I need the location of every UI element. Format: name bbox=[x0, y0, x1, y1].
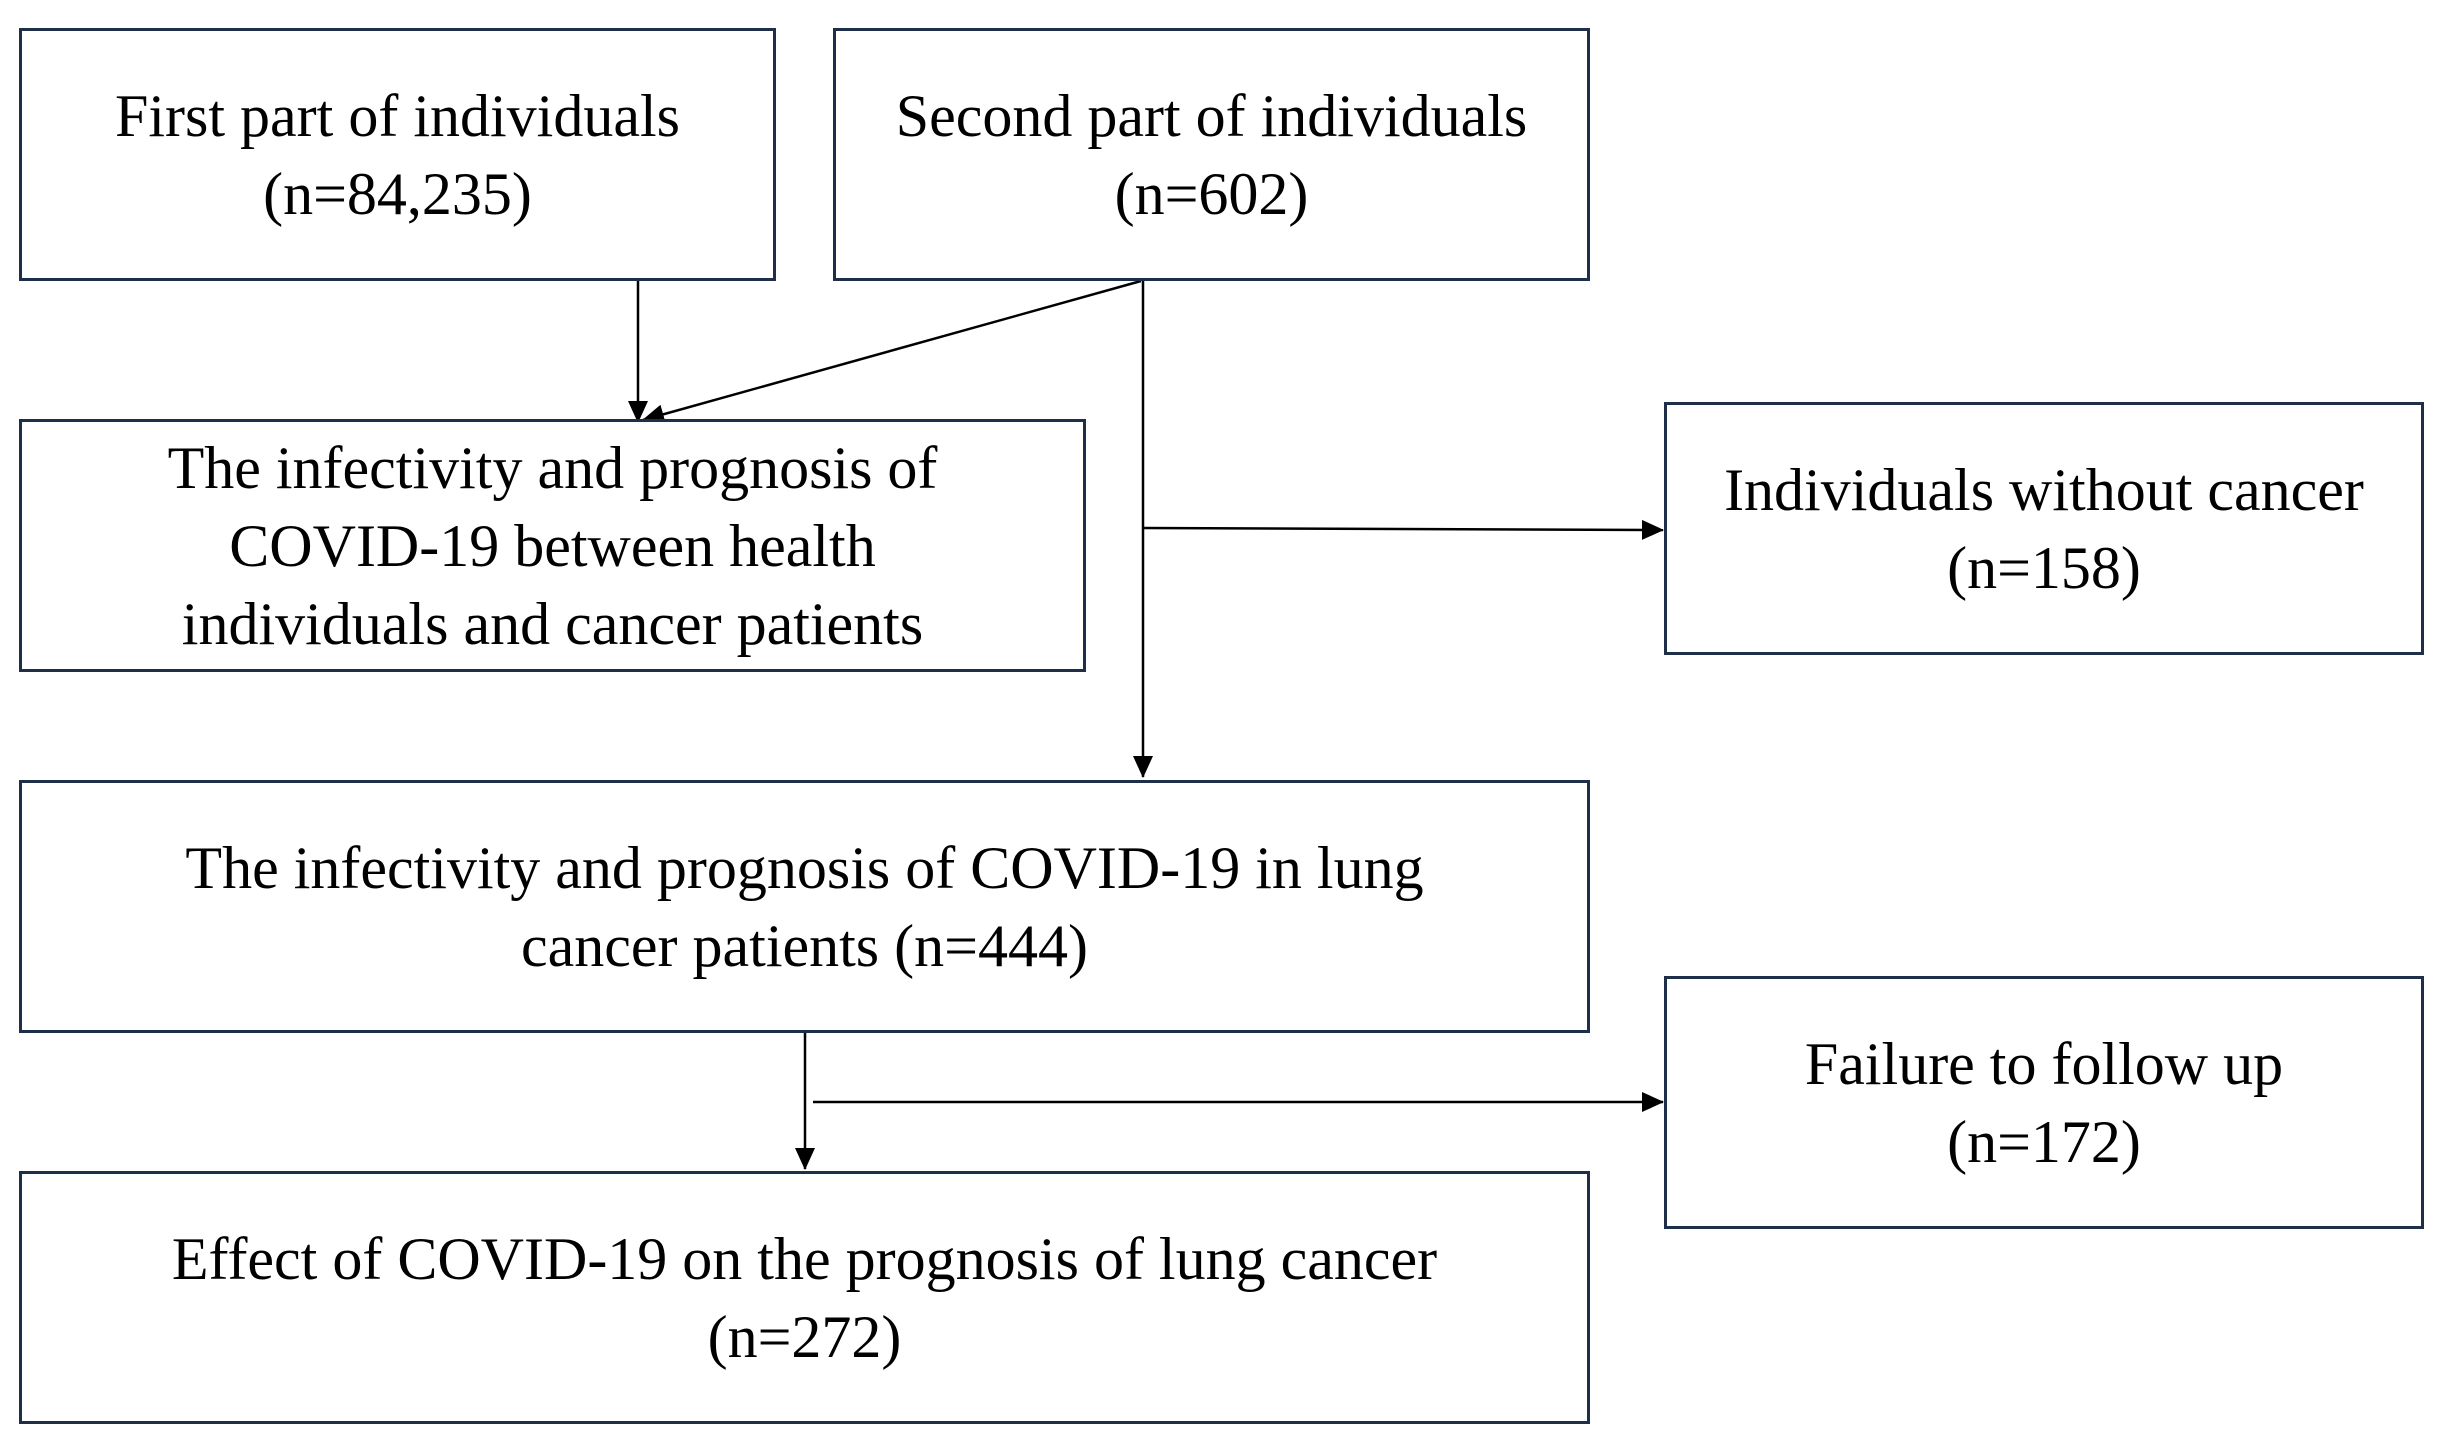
node-first-part-line2: (n=84,235) bbox=[263, 160, 532, 227]
node-effect-line1: Effect of COVID-19 on the prognosis of l… bbox=[171, 1225, 1438, 1292]
node-health-vs-cancer: The infectivity and prognosis of COVID-1… bbox=[19, 419, 1086, 672]
node-second-part: Second part of individuals (n=602) bbox=[833, 28, 1590, 281]
node-lung-cancer-line2: cancer patients (n=444) bbox=[521, 912, 1088, 979]
node-without-cancer-line1: Individuals without cancer bbox=[1724, 456, 2364, 523]
node-failure-follow-up-line1: Failure to follow up bbox=[1804, 1030, 2284, 1097]
node-health-vs-cancer-line3: individuals and cancer patients bbox=[181, 590, 924, 657]
node-first-part-line1: First part of individuals bbox=[115, 82, 680, 149]
node-effect-line2: (n=272) bbox=[707, 1303, 902, 1370]
node-failure-follow-up-line2: (n=172) bbox=[1947, 1108, 2141, 1175]
node-second-part-line1: Second part of individuals bbox=[895, 82, 1528, 149]
edge-second-to-without-cancer bbox=[1142, 519, 1664, 540]
node-effect: Effect of COVID-19 on the prognosis of l… bbox=[19, 1171, 1590, 1424]
node-without-cancer: Individuals without cancer (n=158) bbox=[1664, 402, 2424, 655]
node-health-vs-cancer-line1: The infectivity and prognosis of bbox=[167, 434, 938, 501]
node-first-part: First part of individuals (n=84,235) bbox=[19, 28, 776, 281]
node-health-vs-cancer-line2: COVID-19 between health bbox=[229, 512, 876, 579]
node-second-part-line2: (n=602) bbox=[1114, 160, 1309, 227]
node-failure-follow-up: Failure to follow up (n=172) bbox=[1664, 976, 2424, 1229]
node-lung-cancer-line1: The infectivity and prognosis of COVID-1… bbox=[185, 834, 1424, 901]
node-without-cancer-line2: (n=158) bbox=[1947, 534, 2141, 601]
node-lung-cancer: The infectivity and prognosis of COVID-1… bbox=[19, 780, 1590, 1033]
edge-second-to-health-vs-cancer bbox=[642, 279, 1142, 424]
